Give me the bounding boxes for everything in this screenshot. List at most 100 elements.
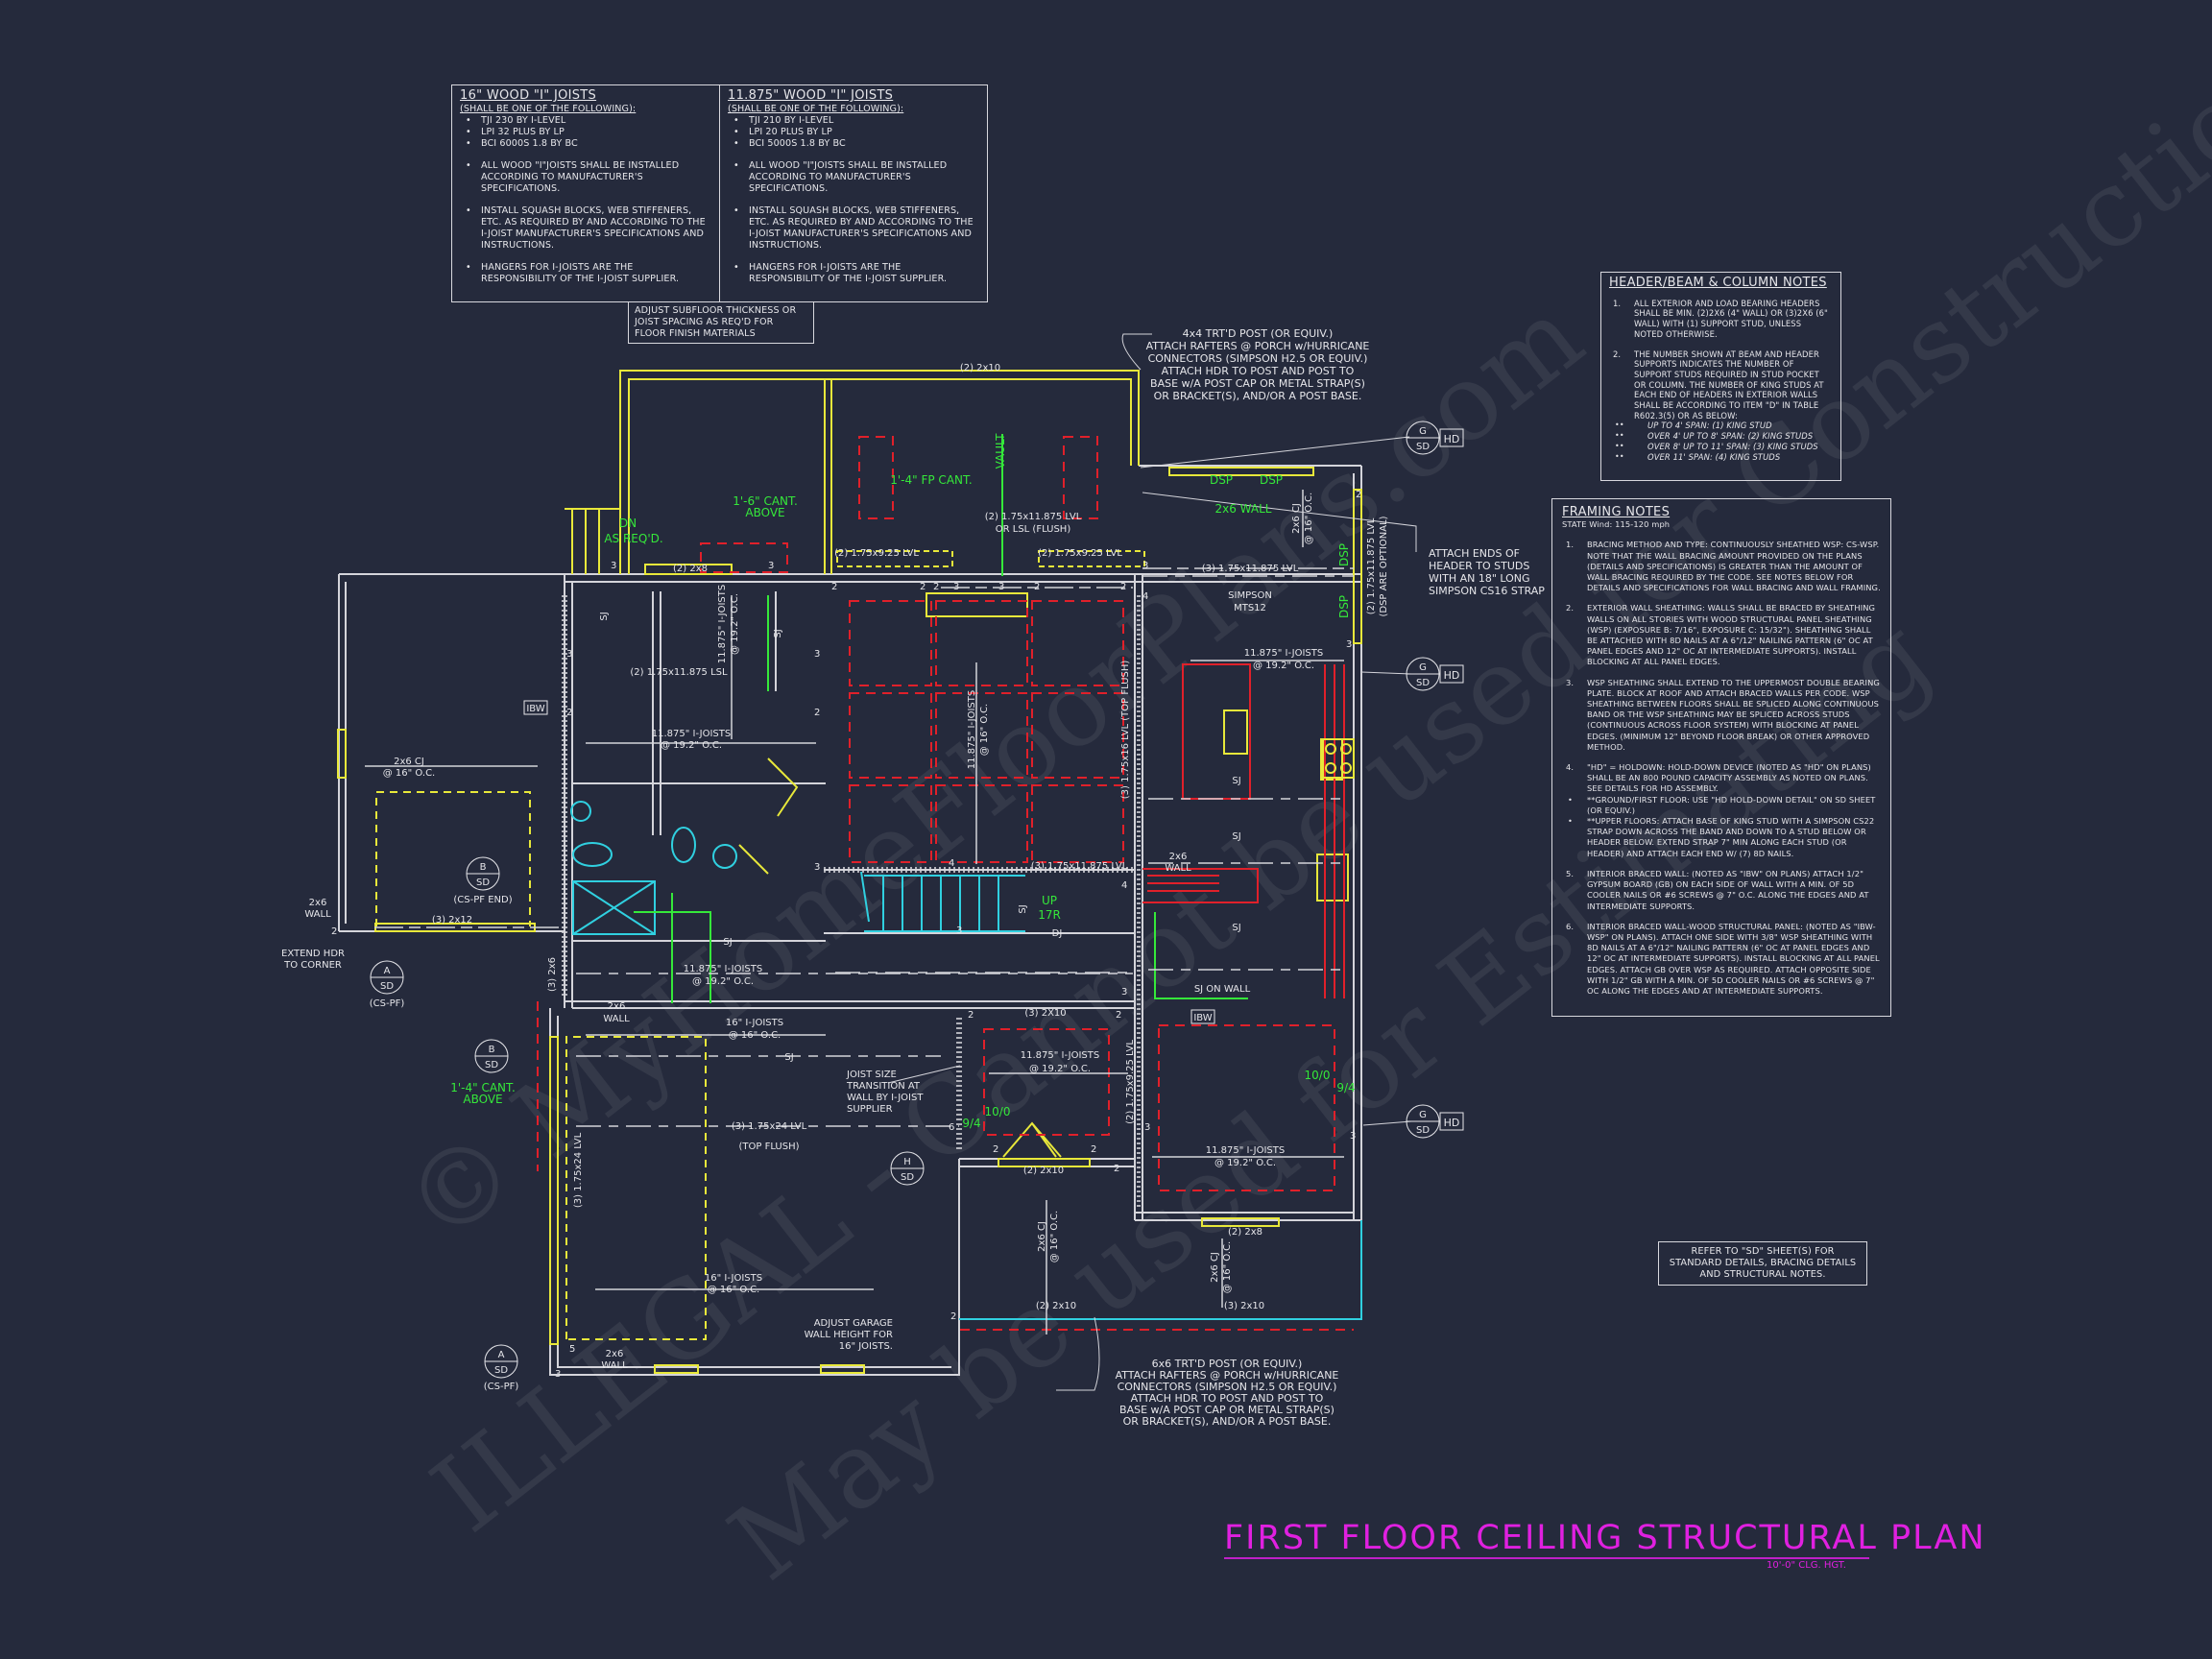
callout-strap: ATTACH ENDS OF HEADER TO STUDS WITH AN 1… xyxy=(1429,547,1545,597)
sheet-subtitle: 10'-0" CLG. HGT. xyxy=(1767,1560,1846,1571)
callout-joist-transition: JOIST SIZE TRANSITION AT WALL BY I-JOIST… xyxy=(846,1070,924,1115)
label: 11.875" I-JOISTS xyxy=(1244,648,1323,659)
stud-count: 3 xyxy=(611,561,616,571)
callout-6x6-post: 6x6 TRT'D POST (OR EQUIV.) ATTACH RAFTER… xyxy=(1116,1358,1339,1428)
wall-hatching xyxy=(562,595,1141,1210)
stud-count: 4 xyxy=(949,858,954,869)
product-item: TJI 230 BY I-LEVEL xyxy=(460,115,711,127)
detail-tag-a-sd-1[interactable]: A SD (CS-PF) xyxy=(370,960,405,1009)
stud-count: 2 xyxy=(1034,582,1040,592)
framing-note-item: 2.EXTERIOR WALL SHEATHING: WALLS SHALL B… xyxy=(1562,603,1881,667)
detail-tag-b-sd-2[interactable]: B SD xyxy=(474,1039,509,1073)
label: 1'-4" CANT. xyxy=(450,1081,516,1094)
label: UP xyxy=(1042,894,1057,907)
note-item: INSTALL SQUASH BLOCKS, WEB STIFFENERS, E… xyxy=(460,205,711,252)
detail-tag-h-sd[interactable]: H SD xyxy=(890,1151,925,1186)
note-item: HANGERS FOR I-JOISTS ARE THE RESPONSIBIL… xyxy=(728,262,979,285)
framing-bullet: **UPPER FLOORS: ATTACH BASE OF KING STUD… xyxy=(1562,816,1881,859)
refer-note: REFER TO "SD" SHEET(S) FOR STANDARD DETA… xyxy=(1669,1246,1857,1280)
note-item: HANGERS FOR I-JOISTS ARE THE RESPONSIBIL… xyxy=(460,262,711,285)
stud-count: 2 xyxy=(1120,582,1126,592)
stud-count: 2 xyxy=(968,1010,974,1021)
callout-line: OR BRACKET(S), AND/OR A POST BASE. xyxy=(1154,390,1362,402)
note-text: ALL EXTERIOR AND LOAD BEARING HEADERS SH… xyxy=(1634,298,1829,339)
label: 2x6 CJ xyxy=(1291,503,1302,534)
note-number: 1. xyxy=(1566,540,1575,550)
label: 2x6 xyxy=(309,898,327,908)
callout-extend-hdr: EXTEND HDR TO CORNER xyxy=(281,949,345,971)
label: ABOVE xyxy=(745,506,784,519)
callout-line: JOIST SIZE xyxy=(846,1070,897,1080)
label: SJ xyxy=(723,937,732,948)
callout-line: SUPPLIER xyxy=(847,1104,893,1115)
stud-count: 2 xyxy=(814,708,820,718)
label: (2) 2x8 xyxy=(1228,1227,1262,1238)
product-item: BCI 5000s 1.8 BY BC xyxy=(728,138,979,150)
label: SJ xyxy=(599,612,610,620)
label: (2) 1.75x9.25 LVL xyxy=(1125,1040,1136,1124)
label: (3) 2X10 xyxy=(1024,1008,1066,1019)
callout-4x4-post: 4x4 TRT'D POST (OR EQUIV.) ATTACH RAFTER… xyxy=(1146,327,1370,402)
stud-count: 2 xyxy=(993,1144,998,1155)
framing-note-item: 5.INTERIOR BRACED WALL: (NOTED AS "IBW" … xyxy=(1562,869,1881,912)
label: 11.875" I-JOISTS xyxy=(684,964,762,974)
fixtures xyxy=(570,801,1362,1320)
stud-count: 4 xyxy=(1142,591,1148,602)
subfloor-note-box: ADJUST SUBFLOOR THICKNESS OR JOIST SPACI… xyxy=(628,301,814,344)
detail-tag-g-sd-1[interactable]: G SD HD xyxy=(1406,421,1464,455)
span-item: OVER 8' UP TO 11' SPAN: (3) KING STUDS xyxy=(1609,442,1833,452)
callout-line: EXTEND HDR xyxy=(281,949,345,959)
label: DSP xyxy=(1210,473,1233,487)
framing-bullet: **GROUND/FIRST FLOOR: USE "HD HOLD-DOWN … xyxy=(1562,795,1881,816)
callout-line: WITH AN 18" LONG xyxy=(1429,572,1530,585)
green-lines xyxy=(634,434,1248,1003)
label: WALL xyxy=(601,1360,628,1371)
label: WALL xyxy=(603,1014,630,1024)
stud-count: 6 xyxy=(949,1122,954,1133)
stud-count: 3 xyxy=(566,649,572,660)
label: AS REQ'D. xyxy=(604,532,662,545)
label-ibw: IBW xyxy=(526,704,544,714)
label: 2x6 CJ xyxy=(1037,1221,1047,1252)
tag-sheet: SD xyxy=(485,1060,498,1070)
label: 9/4 xyxy=(962,1117,980,1130)
label: (2) 2x8 xyxy=(673,564,708,574)
label: @ 19.2" O.C. xyxy=(730,593,740,655)
label: (DSP ARE OPTIONAL) xyxy=(1379,516,1389,616)
note-item: INSTALL SQUASH BLOCKS, WEB STIFFENERS, E… xyxy=(728,205,979,252)
label: (2) 2x10 xyxy=(960,363,1000,373)
tag-sheet: SD xyxy=(901,1172,914,1183)
callout-line: ATTACH RAFTERS @ PORCH w/HURRICANE xyxy=(1146,340,1370,352)
label: @ 19.2" O.C. xyxy=(1214,1158,1276,1168)
callout-line: BASE w/A POST CAP OR METAL STRAP(S) xyxy=(1150,377,1365,390)
label: SJ xyxy=(1232,923,1240,933)
detail-tag-g-sd-3[interactable]: G SD HD xyxy=(1406,1104,1464,1139)
label: (3) 2x12 xyxy=(432,915,472,926)
label: (2) 1.75x11.875 LVL xyxy=(985,512,1082,522)
callout-line: CONNECTORS (SIMPSON H2.5 OR EQUIV.) xyxy=(1148,352,1368,365)
label: (3) 1.75x16 LVL (TOP FLUSH) xyxy=(1120,661,1131,800)
label: (3) 1.75x11.875 LVL xyxy=(1202,564,1299,574)
label: @ 16" O.C. xyxy=(1049,1211,1060,1263)
tag-sheet: SD xyxy=(1416,1125,1430,1136)
joist-notes-16-subtitle: (SHALL BE ONE OF THE FOLLOWING): xyxy=(460,104,637,114)
stud-count: 3 xyxy=(814,862,820,873)
callout-line: ATTACH HDR TO POST AND POST TO xyxy=(1131,1392,1324,1405)
note-text: EXTERIOR WALL SHEATHING: WALLS SHALL BE … xyxy=(1587,603,1876,667)
detail-tag-b-sd-1[interactable]: B SD (CS-PF END) xyxy=(453,856,513,905)
cooktop-icon xyxy=(1322,738,1355,779)
tag-letter: A xyxy=(498,1350,505,1360)
label: SJ xyxy=(773,629,783,637)
stud-count: 3 xyxy=(998,582,1004,592)
sheet-title: FIRST FLOOR CEILING STRUCTURAL PLAN xyxy=(1224,1519,1986,1559)
note-text: INTERIOR BRACED WALL-WOOD STRUCTURAL PAN… xyxy=(1587,921,1880,996)
detail-tag-a-sd-2[interactable]: A SD (CS-PF) xyxy=(484,1344,519,1392)
label: ABOVE xyxy=(463,1093,502,1106)
tag-letter: B xyxy=(489,1045,495,1055)
joist-notes-11875-title: 11.875" WOOD "I" JOISTS xyxy=(728,88,894,103)
label: 2x6 WALL xyxy=(1215,502,1272,516)
label: SJ xyxy=(1232,776,1240,786)
walls xyxy=(338,465,1362,1376)
detail-tag-g-sd-2[interactable]: G SD HD xyxy=(1406,657,1464,691)
label: 1'-6" CANT. xyxy=(733,494,798,508)
